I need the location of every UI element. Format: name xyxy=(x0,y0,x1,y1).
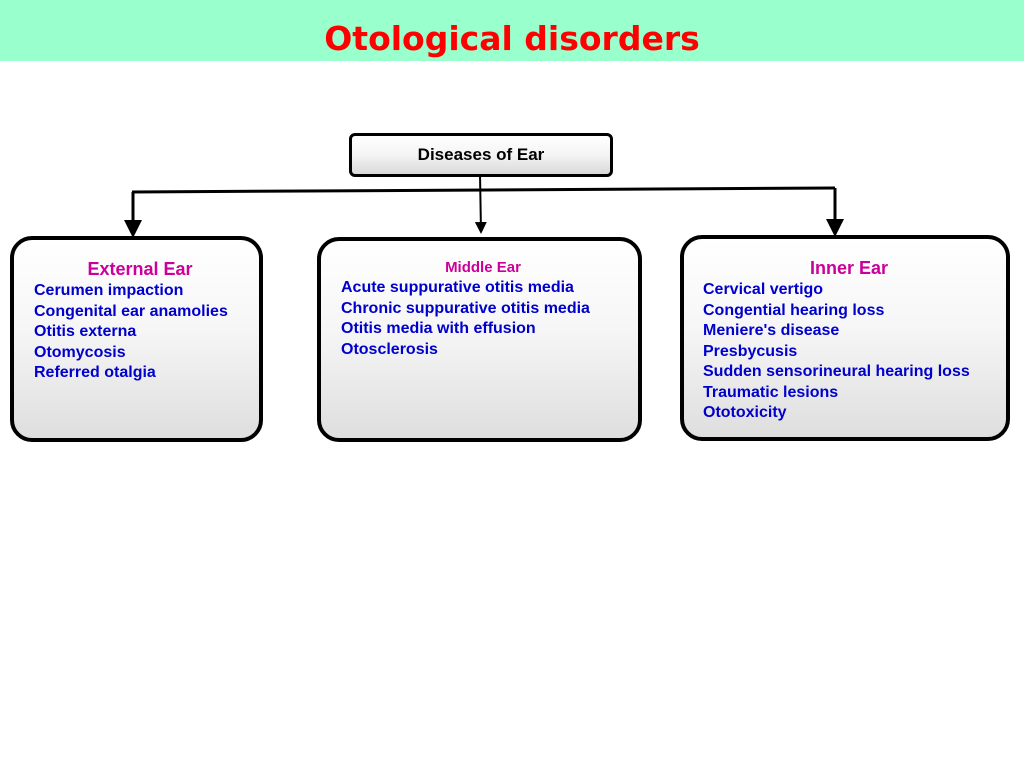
category-title-external-ear: External Ear xyxy=(87,259,193,279)
category-box-middle-ear: Middle Ear Acute suppurative otitis medi… xyxy=(317,237,642,442)
list-item: Meniere's disease xyxy=(703,322,840,339)
category-box-inner-ear: Inner Ear Cervical vertigo Congential he… xyxy=(680,235,1010,441)
list-item: Otitis externa xyxy=(34,323,137,340)
category-box-external-ear: External Ear Cerumen impaction Congenita… xyxy=(10,236,263,442)
list-item: Chronic suppurative otitis media xyxy=(341,299,590,317)
list-item: Referred otalgia xyxy=(34,364,156,381)
slide-title: Otological disorders xyxy=(324,19,700,58)
root-node-diseases-of-ear: Diseases of Ear xyxy=(349,133,613,177)
list-item: Acute suppurative otitis media xyxy=(341,279,574,296)
list-item: Otosclerosis xyxy=(341,340,438,358)
list-item: Otitis media with effusion xyxy=(341,320,536,337)
list-item: Congential hearing loss xyxy=(703,301,885,319)
list-item: Cerumen impaction xyxy=(34,282,184,299)
list-item: Presbycusis xyxy=(703,342,798,360)
category-list-middle-ear: Acute suppurative otitis media Chronic s… xyxy=(341,278,638,360)
list-item: Sudden sensorineural hearing loss xyxy=(703,363,970,380)
title-bar xyxy=(0,0,1024,61)
list-item: Otomycosis xyxy=(34,343,126,361)
category-title-inner-ear: Inner Ear xyxy=(809,258,889,278)
connector-horizontal-line xyxy=(131,186,836,194)
category-list-external-ear: Cerumen impaction Congenital ear anamoli… xyxy=(34,281,259,384)
list-item: Congenital ear anamolies xyxy=(34,302,228,320)
category-list-inner-ear: Cervical vertigo Congential hearing loss… xyxy=(703,280,1006,424)
list-item: Ototoxicity xyxy=(703,404,787,421)
connector-root-to-middle xyxy=(474,173,487,234)
list-item: Traumatic lesions xyxy=(703,383,839,401)
category-title-middle-ear: Middle Ear xyxy=(445,259,521,276)
list-item: Cervical vertigo xyxy=(703,281,824,298)
